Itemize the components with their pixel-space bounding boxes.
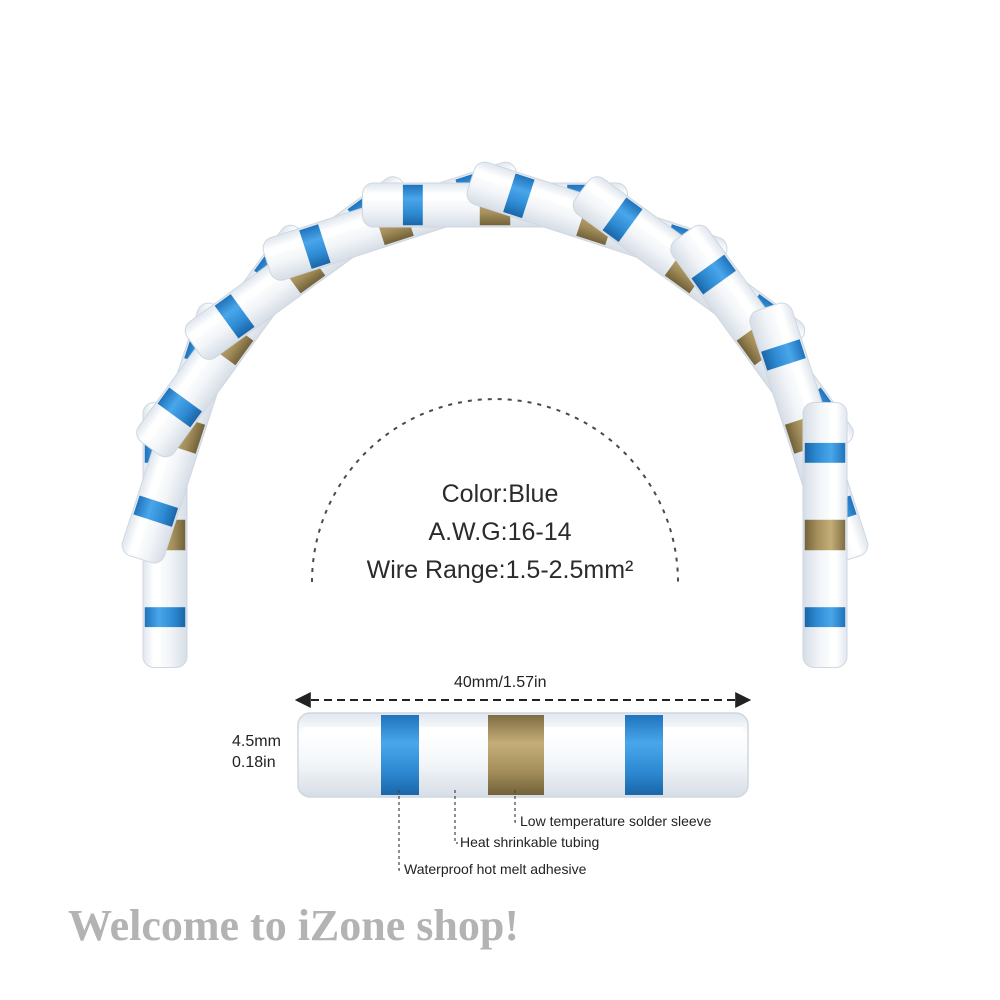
adhesive-ring <box>299 224 331 269</box>
adhesive-ring <box>133 495 179 527</box>
solder-band <box>804 519 846 551</box>
adhesive-ring <box>804 442 846 463</box>
adhesive-ring <box>761 339 806 371</box>
callout-line-solder <box>514 790 518 823</box>
spec-wire-range: Wire Range:1.5-2.5mm² <box>366 556 634 584</box>
adhesive-ring <box>144 607 186 628</box>
adhesive-ring <box>381 715 419 795</box>
adhesive-ring <box>214 294 255 339</box>
spec-awg: A.W.G:16-14 <box>428 518 572 546</box>
callout-heat-shrink: Heat shrinkable tubing <box>460 834 600 850</box>
adhesive-ring <box>691 254 736 295</box>
callout-solder-sleeve: Low temperature solder sleeve <box>520 813 712 829</box>
callout-line-tubing <box>454 790 458 844</box>
adhesive-ring <box>804 607 846 628</box>
callout-lines <box>398 790 518 871</box>
connector <box>297 712 749 798</box>
solder-band <box>488 715 544 795</box>
adhesive-ring <box>402 184 423 226</box>
diameter-mm-label: 4.5mm <box>232 733 281 750</box>
shop-banner: Welcome to iZone shop! <box>68 901 519 950</box>
adhesive-ring <box>503 173 535 219</box>
adhesive-ring <box>157 387 202 428</box>
callout-line-adhesive <box>398 790 402 871</box>
connector-fan <box>121 161 869 668</box>
adhesive-ring <box>625 715 663 795</box>
length-label: 40mm/1.57in <box>454 674 547 691</box>
large-connector-diagram <box>297 712 749 798</box>
callout-adhesive: Waterproof hot melt adhesive <box>404 861 587 877</box>
adhesive-ring <box>602 197 643 242</box>
diameter-in-label: 0.18in <box>232 754 276 771</box>
spec-color: Color:Blue <box>441 480 559 508</box>
connector <box>802 402 848 668</box>
